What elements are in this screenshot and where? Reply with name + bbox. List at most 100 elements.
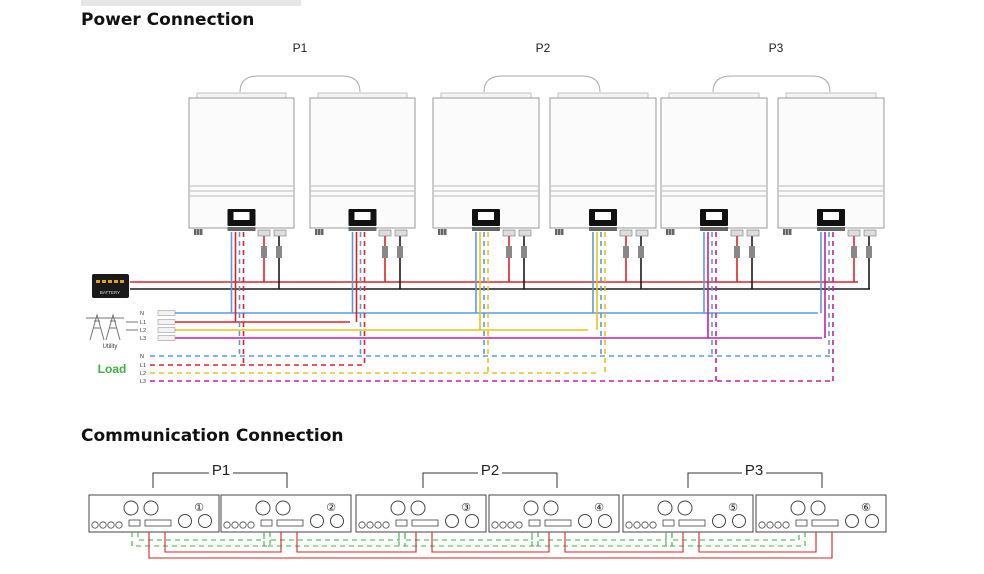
inverter-units [188, 92, 885, 237]
comm-phase-label-bg [478, 462, 502, 476]
comm-unit: ③ [355, 494, 487, 533]
dc-terminal-positive [730, 229, 744, 237]
cable-gland-icon [677, 500, 693, 516]
dc-terminal-negative [273, 229, 287, 237]
load-line-label: L3 [140, 379, 146, 385]
small-gland-icon [366, 521, 374, 529]
phase-label: P3 [769, 41, 784, 55]
ac-terminal [441, 229, 444, 235]
dc-fuse [866, 246, 872, 258]
cropped-caption-strip [81, 0, 301, 6]
battery-cell-icon [114, 280, 118, 283]
unit-number: ① [194, 501, 204, 514]
dc-terminal-positive [502, 229, 516, 237]
ac-terminal [783, 229, 786, 235]
cable-gland-icon [712, 514, 726, 528]
dc-terminal-negative [518, 229, 532, 237]
rs485-port [395, 519, 408, 527]
small-gland-icon [782, 521, 790, 529]
comm-phase-label-bg [209, 462, 233, 476]
inverter-keypad [700, 227, 728, 231]
dc-terminal-negative [863, 229, 877, 237]
utility-line-label: L3 [140, 336, 146, 342]
small-gland-icon [374, 521, 382, 529]
dc-fuse [749, 246, 755, 258]
small-gland-icon [766, 521, 774, 529]
ac-terminal [786, 229, 789, 235]
cable-gland-icon [578, 514, 592, 528]
ac-terminal [666, 229, 669, 235]
comm-unit: ① [88, 494, 220, 533]
inverter-body [309, 97, 416, 229]
parallel-port [811, 519, 839, 527]
unit-number: ⑥ [861, 501, 871, 514]
cable-gland-icon [523, 500, 539, 516]
dc-fuse [382, 246, 388, 258]
inverter-unit [309, 92, 416, 237]
utility-line-label: L1 [140, 320, 146, 326]
rs485-port [128, 519, 141, 527]
load-label: Load [98, 362, 127, 376]
utility-breaker-icon [157, 327, 176, 333]
small-gland-icon [107, 521, 115, 529]
battery-cell-icon [102, 280, 106, 283]
cable-gland-icon [143, 500, 159, 516]
inverter-keypad [348, 227, 377, 231]
dc-fuse [851, 246, 857, 258]
cable-gland-icon [275, 500, 291, 516]
dc-terminal-negative [394, 229, 408, 237]
rs485-link [537, 532, 667, 541]
inverter-lcd [595, 212, 611, 220]
inverter-lcd [478, 212, 494, 220]
share-link [431, 532, 550, 553]
rs485-link [531, 532, 673, 547]
inverter-unit [777, 92, 885, 237]
unit-number: ③ [461, 501, 471, 514]
dc-fuse [506, 246, 512, 258]
cable-gland-icon [390, 500, 406, 516]
utility-label: Utility [103, 344, 118, 350]
share-link [564, 532, 684, 553]
inverter-lcd [354, 212, 371, 220]
inverter-body [432, 97, 540, 229]
comm-unit: ⑥ [755, 494, 887, 533]
ac-terminal [200, 229, 203, 235]
ac-terminal [444, 229, 447, 235]
small-gland-icon [231, 521, 239, 529]
utility-line-label: N [140, 311, 144, 317]
dc-terminal-negative [635, 229, 649, 237]
battery-cell-icon [108, 280, 112, 283]
small-gland-icon [507, 521, 515, 529]
ac-terminal [318, 229, 321, 235]
cable-gland-icon [178, 514, 192, 528]
small-gland-icon [99, 521, 107, 529]
small-gland-icon [641, 521, 649, 529]
utility-line-label: L2 [140, 328, 146, 334]
cable-gland-icon [310, 514, 324, 528]
phase-bracket [239, 75, 361, 93]
share-link [698, 532, 817, 553]
utility-tower-icon [86, 313, 108, 341]
cable-gland-icon [598, 514, 612, 528]
inverter-lcd [823, 212, 839, 220]
dc-fuse [276, 246, 282, 258]
small-gland-icon [758, 521, 766, 529]
ac-terminal [561, 229, 564, 235]
inverter-keypad [817, 227, 845, 231]
battery-cell-icon [120, 280, 124, 283]
inverter-body [188, 97, 295, 229]
ac-terminal [669, 229, 672, 235]
small-gland-icon [515, 521, 523, 529]
small-gland-icon [247, 521, 255, 529]
utility-breaker-icon [157, 335, 176, 341]
inverter-body [549, 97, 657, 229]
dc-terminal-positive [619, 229, 633, 237]
dc-fuse [397, 246, 403, 258]
dc-terminal-positive [378, 229, 392, 237]
dc-terminal-positive [257, 229, 271, 237]
small-gland-icon [774, 521, 782, 529]
inverter-unit [188, 92, 295, 237]
phase-label: P2 [536, 41, 551, 55]
